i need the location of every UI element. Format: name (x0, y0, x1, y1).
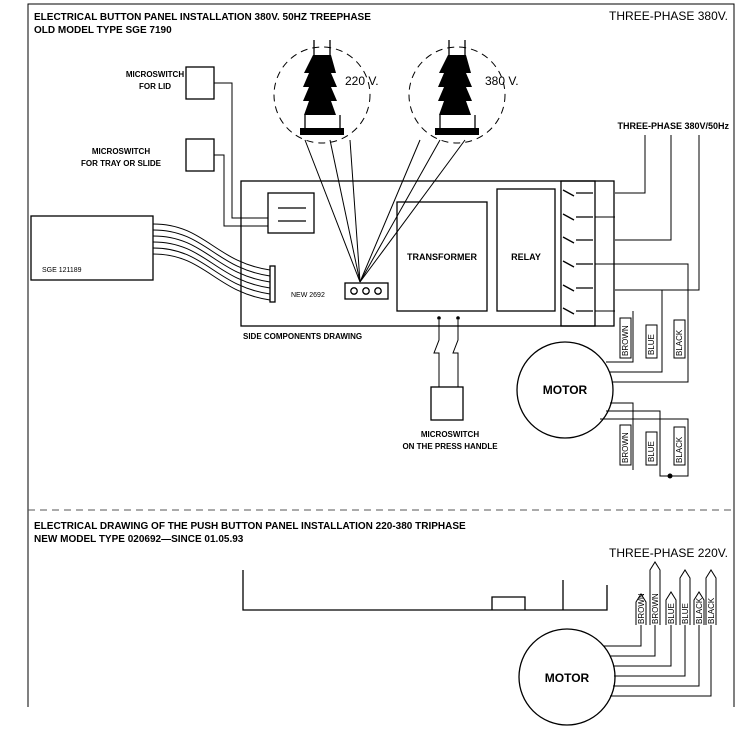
microswitch-handle-label-1: MICROSWITCH (421, 430, 479, 439)
bottom-wire-label-1: BROWN (637, 593, 646, 624)
plug-380-label: 380 V. (485, 74, 519, 88)
motor-top-wires (600, 263, 689, 477)
top-title-line2: OLD MODEL TYPE SGE 7190 (34, 25, 172, 36)
bottom-wire-label-2: BROWN (651, 593, 660, 624)
plug-220 (273, 40, 371, 144)
wire-tag-black-lower (673, 426, 686, 466)
bottom-wire-label-4: BLUE (681, 603, 690, 624)
bottom-panel-outline (242, 570, 608, 611)
wire-label-black-upper: BLACK (675, 329, 684, 356)
microswitch-tray (185, 138, 215, 172)
handle-wire-left (433, 320, 440, 387)
connector-code: NEW 2692 (291, 292, 325, 299)
connector-pin-2 (362, 287, 370, 295)
transformer (396, 201, 488, 312)
wire-tray (214, 154, 268, 227)
terminal-strip (560, 180, 596, 327)
microswitch-handle-label-2: ON THE PRESS HANDLE (402, 442, 498, 451)
wire-lid (214, 82, 268, 219)
bottom-corner-label: THREE-PHASE 220V. (609, 546, 728, 560)
microswitch-tray-label-1: MICROSWITCH (92, 147, 150, 156)
page-border (27, 3, 735, 707)
microswitch-handle (430, 386, 464, 421)
wire-label-brown-upper: BROWN (621, 325, 630, 356)
top-corner-label: THREE-PHASE 380V. (609, 9, 728, 23)
terminal-contacts (562, 189, 593, 315)
motor-top-label: MOTOR (543, 383, 588, 397)
plug-380 (408, 40, 506, 144)
microswitch-lid-label-1: MICROSWITCH (126, 70, 184, 79)
wire-label-blue-upper: BLUE (647, 334, 656, 355)
relay (496, 188, 556, 312)
microswitch-lid (185, 66, 215, 100)
connector-pin-1 (350, 287, 358, 295)
motor-top (516, 341, 614, 439)
button-panel (240, 180, 615, 327)
wire-tag-blue-lower (645, 431, 658, 466)
motor-bottom (518, 628, 616, 726)
ribbon-connector (269, 265, 276, 303)
wire-tag-brown-upper (619, 317, 632, 359)
panel-switch-block (267, 192, 315, 234)
handle-terminal-left (437, 316, 441, 320)
top-title-line1: ELECTRICAL BUTTON PANEL INSTALLATION 380… (34, 12, 371, 23)
plug-fan-lines (304, 139, 466, 283)
connector-pin-3 (374, 287, 382, 295)
motor-bottom-wires (604, 625, 712, 697)
wire-tag-black-upper (673, 319, 686, 359)
supply-lines (615, 135, 700, 291)
wire-tag-blue-upper (645, 324, 658, 359)
wire-junction (667, 473, 673, 479)
microswitch-lid-label-2: FOR LID (139, 82, 171, 91)
wire-label-black-lower: BLACK (675, 436, 684, 463)
wire-label-blue-lower: BLUE (647, 441, 656, 462)
supply-label: THREE-PHASE 380V/50Hz (617, 121, 729, 131)
handle-wire-right (452, 320, 459, 387)
plug-220-label: 220 V. (345, 74, 379, 88)
bottom-wire-tags (635, 561, 717, 625)
side-components-caption: SIDE COMPONENTS DRAWING (243, 332, 362, 341)
motor-bottom-label: MOTOR (545, 671, 590, 685)
bottom-title-line2: NEW MODEL TYPE 020692—SINCE 01.05.93 (34, 534, 244, 545)
transformer-label: TRANSFORMER (407, 252, 477, 262)
bottom-title-line1: ELECTRICAL DRAWING OF THE PUSH BUTTON PA… (34, 521, 466, 532)
bottom-wire-label-6: BLACK (707, 597, 716, 624)
handle-terminal-right (456, 316, 460, 320)
microswitch-tray-label-2: FOR TRAY OR SLIDE (81, 159, 162, 168)
bottom-wire-label-3: BLUE (667, 603, 676, 624)
ribbon-cable (152, 223, 271, 301)
relay-label: RELAY (511, 252, 541, 262)
board-code: SGE 121189 (42, 267, 82, 274)
bottom-wire-label-5: BLACK (695, 597, 704, 624)
wire-label-brown-lower: BROWN (621, 432, 630, 463)
wire-tag-brown-lower (619, 424, 632, 466)
connector (344, 282, 389, 300)
